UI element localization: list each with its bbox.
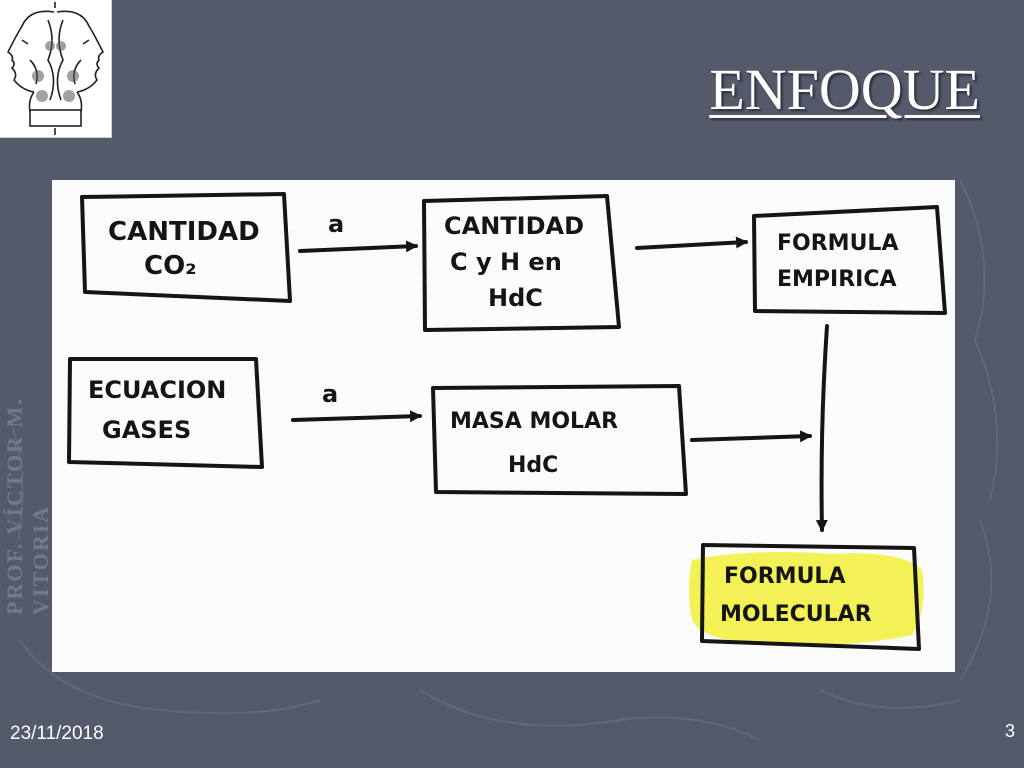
- slide-number: 3: [1004, 721, 1015, 741]
- box-text: MASA MOLAR: [450, 409, 618, 434]
- box-text: CANTIDAD: [108, 217, 260, 247]
- arrow-label-a-1: a: [328, 210, 344, 238]
- box-text: FORMULA: [724, 564, 845, 589]
- box-formula-molecular: [700, 543, 921, 651]
- highlight-mark: [689, 552, 924, 645]
- author-watermark: PROF. VÍCTOR M. VITORIA: [2, 397, 53, 615]
- box-text: GASES: [102, 416, 191, 444]
- box-text: HdC: [508, 453, 558, 478]
- box-ecuacion-gases: [67, 357, 264, 469]
- arrow-masa-to-line: [690, 430, 812, 443]
- flow-diagram: a a CANTIDAD CO₂ CANTIDAD C y H en HdC F…: [52, 180, 955, 672]
- arrow-co2-to-ch: [298, 240, 418, 253]
- arrow-ch-to-empirica: [635, 236, 748, 250]
- footer-date: 23/11/2018: [10, 723, 104, 744]
- box-cantidad-co2: [80, 192, 292, 303]
- slide-title: ENFOQUE: [709, 57, 980, 122]
- box-text: EMPIRICA: [777, 267, 897, 292]
- box-text: CO₂: [144, 251, 197, 281]
- logo-image: [0, 0, 112, 138]
- box-text: HdC: [488, 284, 543, 312]
- box-formula-empirica: [752, 205, 947, 315]
- box-text: CANTIDAD: [444, 212, 584, 240]
- arrow-gases-to-masa: [291, 410, 422, 423]
- box-text: C y H en: [450, 248, 562, 276]
- arrow-empirica-to-molecular: [815, 324, 829, 532]
- janus-logo-icon: [6, 2, 105, 135]
- box-text: ECUACION: [88, 376, 226, 404]
- box-cantidad-c-h: [422, 194, 621, 332]
- box-text: FORMULA: [777, 231, 898, 256]
- arrow-label-a-2: a: [322, 380, 338, 408]
- box-text: MOLECULAR: [720, 602, 872, 627]
- box-masa-molar: [431, 384, 688, 496]
